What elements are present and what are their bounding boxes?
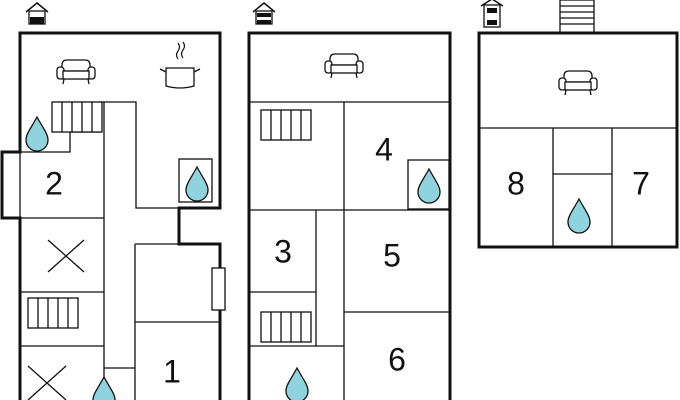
floor-marker-ground (25, 2, 49, 25)
water-drop-icon (92, 376, 116, 400)
staircase-icon (559, 0, 595, 34)
sofa-icon (56, 59, 96, 85)
house-floor-icon (25, 2, 49, 25)
cooking-pot-icon (159, 41, 201, 89)
staircase-icon (260, 311, 312, 343)
window-icon (211, 267, 226, 311)
water-drop-icon (285, 367, 309, 400)
cross-icon (27, 365, 67, 400)
floor-marker-first (252, 2, 276, 25)
first-floor: 4 3 5 6 (247, 31, 452, 400)
cross-icon (47, 239, 85, 273)
staircase-icon (260, 109, 312, 141)
house-floor-icon (480, 0, 504, 28)
room-6: 6 (388, 341, 406, 377)
room-5: 5 (383, 237, 401, 273)
room-4: 4 (375, 131, 393, 167)
second-floor: 8 7 (477, 0, 679, 249)
ground-floor: 2 1 (0, 31, 226, 400)
floor-marker-second (480, 0, 504, 28)
water-drop-icon (25, 116, 49, 152)
sofa-icon (324, 53, 364, 79)
staircase-icon (51, 101, 103, 133)
room-7: 7 (632, 165, 650, 201)
house-floor-icon (252, 2, 276, 25)
sofa-icon (558, 70, 598, 96)
room-8: 8 (507, 165, 525, 201)
room-1: 1 (163, 353, 181, 389)
water-drop-icon (567, 198, 591, 234)
staircase-icon (27, 297, 79, 329)
room-2: 2 (45, 165, 63, 201)
room-3: 3 (274, 233, 292, 269)
